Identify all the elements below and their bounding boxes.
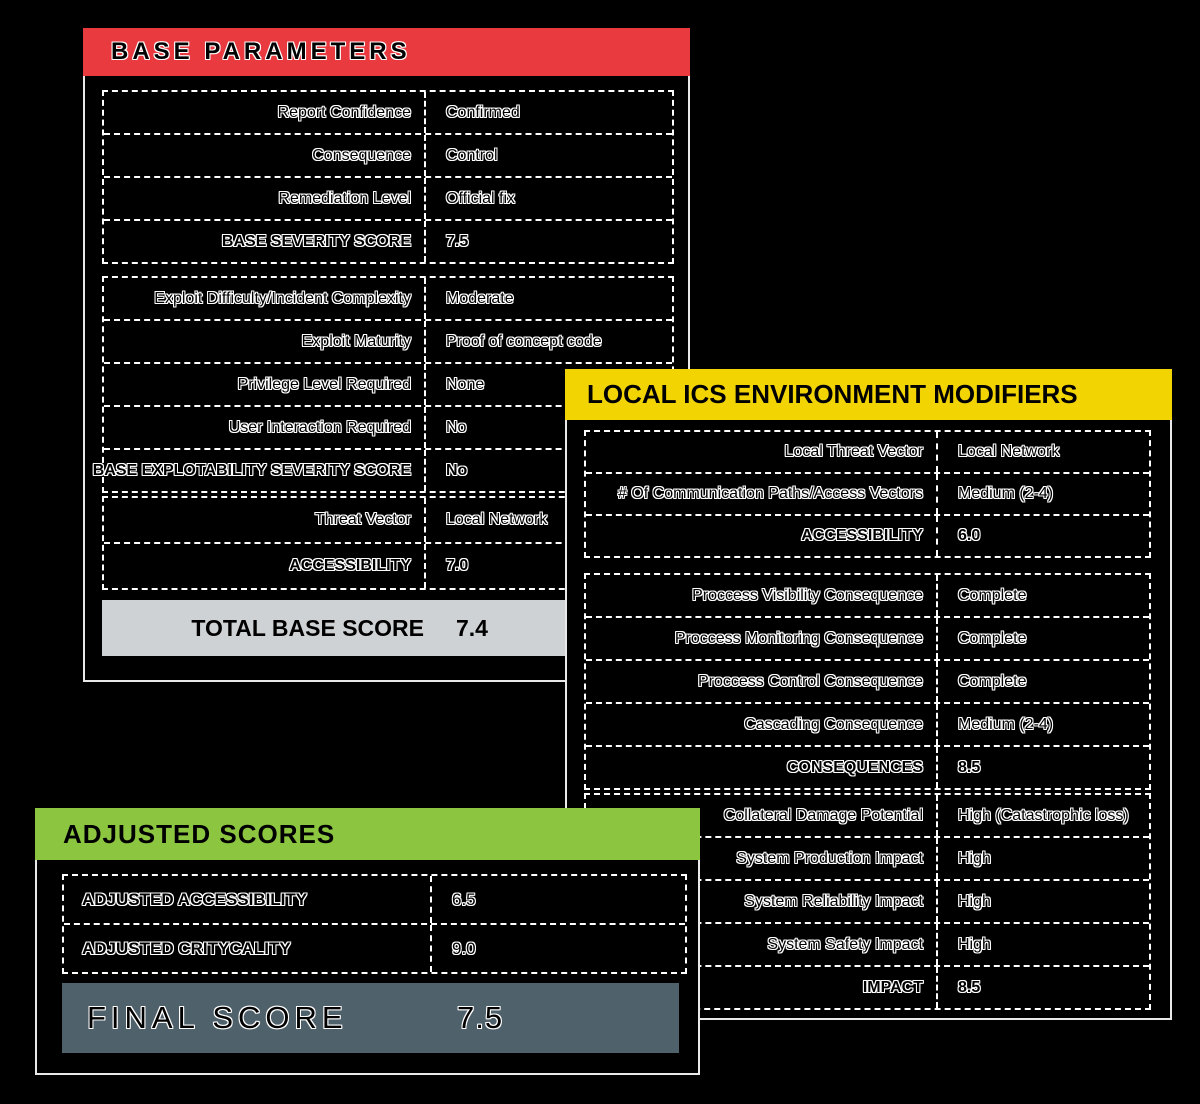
row-value: Medium (2-4) [958, 485, 1054, 502]
table-row: CONSEQUENCES 8.5 [586, 745, 1149, 788]
row-label: CONSEQUENCES [586, 747, 938, 788]
base-exploitability-table: Exploit Difficulty/Incident Complexity Mo… [93, 276, 674, 493]
row-label: # Of Communication Paths/Access Vectors [586, 474, 938, 514]
table-row: Exploit Maturity Proof of concept code [104, 319, 672, 362]
base-parameters-title: BASE PARAMETERS [111, 38, 411, 65]
row-label: IMPACT [586, 967, 938, 1008]
row-value: Control [446, 146, 498, 164]
row-label: Threat Vector [104, 498, 426, 542]
row-label: Remediation Level [104, 178, 426, 219]
row-value: Proof of concept code [446, 332, 602, 350]
row-value: No [446, 461, 468, 479]
row-value: Moderate [446, 289, 514, 307]
table-row: User Interaction Required No [104, 405, 672, 448]
row-label: Report Confidence [104, 92, 426, 133]
adjusted-scores-header: ADJUSTED SCORES [35, 808, 700, 860]
row-label: Exploit Maturity [104, 321, 426, 362]
row-value: 7.0 [446, 557, 469, 574]
base-parameters-header: BASE PARAMETERS [83, 28, 690, 76]
table-row: Report Confidence Confirmed [104, 92, 672, 133]
row-value: 7.5 [446, 232, 469, 250]
row-value: High [958, 892, 991, 910]
table-row: Remediation Level Official fix [104, 176, 672, 219]
row-label: System Safety Impact [586, 924, 938, 965]
row-value: Local Network [446, 511, 548, 528]
row-label: Proccess Monitoring Consequence [586, 618, 938, 659]
row-label: Exploit Difficulty/Incident Complexity [104, 278, 426, 319]
table-row: Proccess Monitoring Consequence Complete [586, 616, 1149, 659]
adjusted-scores-title: ADJUSTED SCORES [63, 818, 336, 849]
row-value: Complete [958, 629, 1027, 647]
modifiers-accessibility-table: Local Threat Vector Local Network # Of Com… [584, 430, 1151, 558]
table-row: BASE EXPLOTABILITY SEVERITY SCORE No [93, 448, 672, 491]
row-value: 8.5 [958, 758, 981, 776]
table-row: Proccess Control Consequence Complete [586, 659, 1149, 702]
table-row: Threat Vector Local Network [104, 498, 672, 542]
table-row: ADJUSTED ACCESSIBILITY 6.5 [64, 876, 685, 923]
table-row: Privilege Level Required None [104, 362, 672, 405]
row-label: Cascading Consequence [586, 704, 938, 745]
row-label: Privilege Level Required [104, 364, 426, 405]
total-base-score-label: TOTAL BASE SCORE [191, 614, 424, 641]
table-row: System Production Impact High [586, 836, 1149, 879]
final-score-value: 7.5 [457, 1000, 504, 1035]
row-value: No [446, 418, 467, 436]
table-row: ACCESSIBILITY 7.0 [104, 542, 672, 588]
row-label: BASE SEVERITY SCORE [104, 221, 426, 262]
table-row: IMPACT 8.5 [586, 965, 1149, 1008]
local-ics-environment-modifiers-panel: LOCAL ICS ENVIRONMENT MODIFIERS Local Th… [565, 369, 1172, 1020]
row-value: 9.0 [452, 938, 476, 958]
row-value: High [958, 935, 991, 953]
row-value: Local Network [958, 443, 1060, 460]
local-ics-modifiers-header: LOCAL ICS ENVIRONMENT MODIFIERS [565, 369, 1172, 420]
row-value: 8.5 [958, 978, 981, 996]
final-score-bar: FINAL SCORE 7.5 [62, 983, 679, 1053]
row-label: Collateral Damage Potential [586, 795, 938, 836]
row-label: ACCESSIBILITY [586, 516, 938, 556]
row-value: Confirmed [446, 103, 520, 121]
table-row: Collateral Damage Potential High (Catastr… [586, 795, 1149, 836]
row-label: Local Threat Vector [586, 432, 938, 472]
row-label: Proccess Visibility Consequence [586, 575, 938, 616]
row-value: High [958, 849, 991, 867]
row-value: None [446, 375, 485, 393]
final-score-label: FINAL SCORE [87, 1000, 348, 1035]
row-label: Proccess Control Consequence [586, 661, 938, 702]
table-row: # Of Communication Paths/Access Vectors M… [586, 472, 1149, 514]
row-label: BASE EXPLOTABILITY SEVERITY SCORE [93, 450, 426, 491]
row-label: ADJUSTED ACCESSIBILITY [64, 876, 432, 923]
table-row: Proccess Visibility Consequence Complete [586, 575, 1149, 616]
row-value: 6.0 [958, 527, 981, 544]
table-row: ACCESSIBILITY 6.0 [586, 514, 1149, 556]
row-value: High (Catastrophic loss) [958, 806, 1129, 824]
row-value: Complete [958, 672, 1027, 690]
total-base-score-value: 7.4 [456, 614, 488, 641]
table-row: ADJUSTED CRITYCALITY 9.0 [64, 923, 685, 972]
row-label: Consequence [104, 135, 426, 176]
local-ics-modifiers-title: LOCAL ICS ENVIRONMENT MODIFIERS [587, 379, 1078, 409]
table-row: System Safety Impact High [586, 922, 1149, 965]
row-label: System Reliability Impact [586, 881, 938, 922]
row-label: ACCESSIBILITY [104, 544, 426, 588]
table-row: Exploit Difficulty/Incident Complexity Mo… [104, 278, 672, 319]
table-row: Local Threat Vector Local Network [586, 432, 1149, 472]
row-value: Medium (2-4) [958, 715, 1054, 733]
row-value: Official fix [446, 189, 516, 207]
row-label: User Interaction Required [104, 407, 426, 448]
table-row: Cascading Consequence Medium (2-4) [586, 702, 1149, 745]
table-row: BASE SEVERITY SCORE 7.5 [104, 219, 672, 262]
row-label: ADJUSTED CRITYCALITY [64, 925, 432, 972]
table-row: Consequence Control [104, 133, 672, 176]
row-label: System Production Impact [586, 838, 938, 879]
row-value: 6.5 [452, 889, 476, 909]
adjusted-scores-panel: ADJUSTED SCORES ADJUSTED ACCESSIBILITY 6.… [35, 808, 700, 1075]
row-value: Complete [958, 586, 1027, 604]
table-row: System Reliability Impact High [586, 879, 1149, 922]
